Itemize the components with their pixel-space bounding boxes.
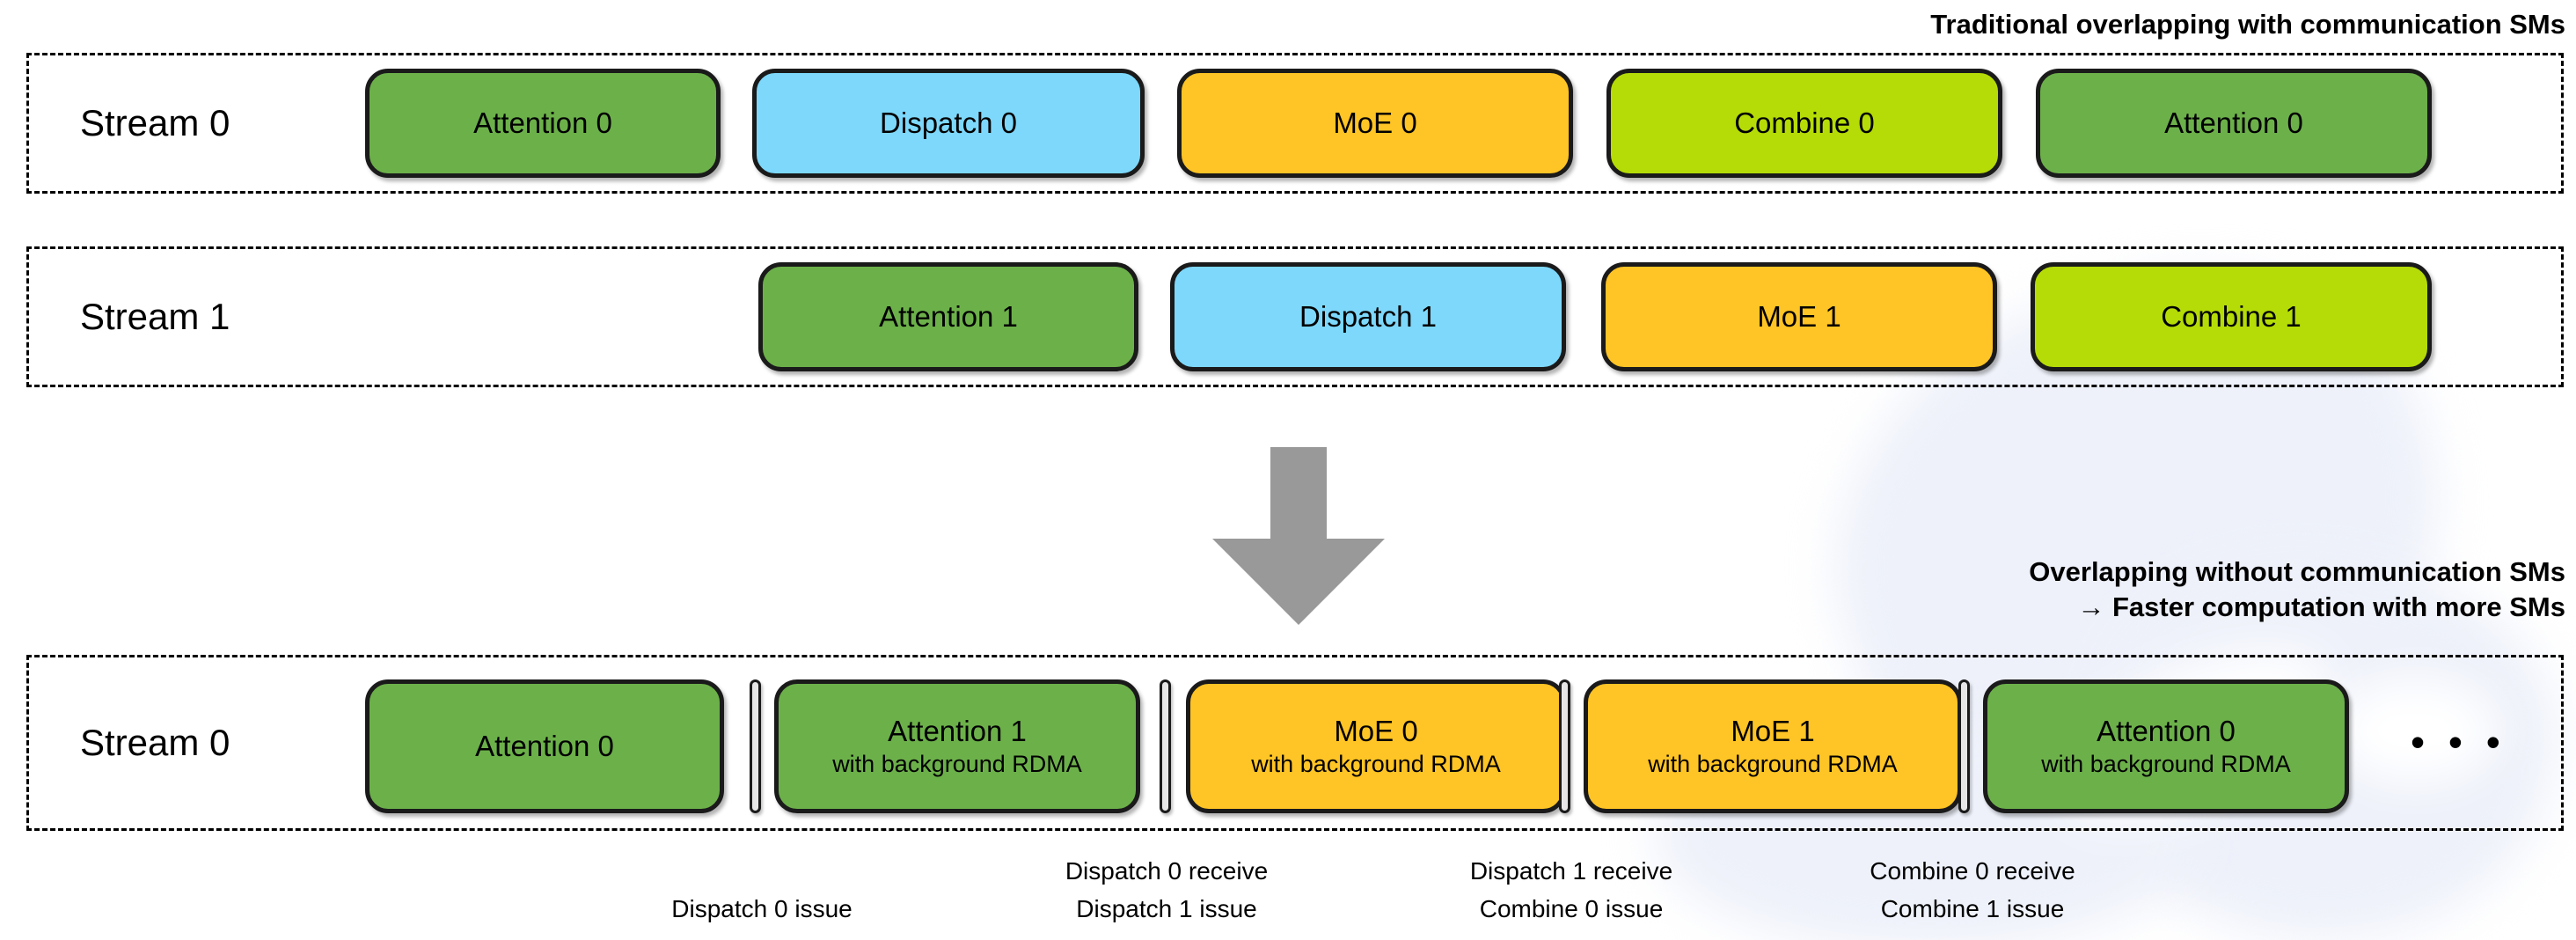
op-title: Combine 1 [2161, 300, 2302, 333]
op-title: Attention 0 [475, 730, 614, 762]
op-title: Dispatch 1 [1299, 300, 1437, 333]
op-block-traditional-stream1-1[interactable]: Dispatch 1 [1170, 262, 1566, 371]
stream-label-middle: Stream 1 [80, 296, 231, 337]
event-note-line2: Dispatch 0 issue [671, 895, 853, 922]
op-title: Attention 0 [2097, 715, 2236, 747]
op-subtitle: with background RDMA [832, 751, 1082, 777]
op-title: MoE 0 [1333, 106, 1417, 139]
op-block-optimized-stream0-2[interactable]: MoE 0 with background RDMA [1186, 679, 1566, 813]
block-separator-3 [1958, 679, 1970, 813]
block-separator-2 [1559, 679, 1570, 813]
stream-label-top: Stream 0 [80, 102, 231, 143]
op-subtitle: with background RDMA [2041, 751, 2291, 777]
op-block-traditional-stream1-2[interactable]: MoE 1 [1601, 262, 1997, 371]
down-arrow-icon [1212, 447, 1385, 625]
caption-optimized-line1: Overlapping without communication SMs [2029, 556, 2565, 587]
stream-lane-optimized-stream0: Stream 0 [26, 655, 2564, 831]
stream-lane-traditional-stream1: Stream 1 [26, 246, 2564, 387]
op-block-optimized-stream0-4[interactable]: Attention 0 with background RDMA [1983, 679, 2349, 813]
event-note-line1: Combine 0 receive [1870, 857, 2075, 885]
op-block-traditional-stream0-4[interactable]: Attention 0 [2036, 69, 2432, 178]
event-note-line1: Dispatch 1 receive [1469, 857, 1673, 885]
block-separator-0 [750, 679, 761, 813]
op-title: Dispatch 0 [880, 106, 1017, 139]
op-title: MoE 1 [1757, 300, 1841, 333]
op-block-optimized-stream0-1[interactable]: Attention 1 with background RDMA [774, 679, 1140, 813]
caption-optimized-line2: → Faster computation with more SMs [2077, 591, 2565, 622]
op-title: Attention 1 [879, 300, 1018, 333]
op-title: Attention 0 [473, 106, 612, 139]
event-note-0: Dispatch 0 issue [671, 852, 852, 928]
op-block-traditional-stream0-3[interactable]: Combine 0 [1606, 69, 2002, 178]
block-separator-1 [1160, 679, 1171, 813]
caption-optimized: Overlapping without communication SMs → F… [2029, 554, 2565, 625]
op-block-traditional-stream1-0[interactable]: Attention 1 [758, 262, 1138, 371]
op-title: Attention 0 [2164, 106, 2303, 139]
op-block-traditional-stream0-1[interactable]: Dispatch 0 [752, 69, 1145, 178]
event-note-line2: Dispatch 1 issue [1076, 895, 1257, 922]
op-title: MoE 0 [1334, 715, 1418, 747]
caption-traditional: Traditional overlapping with communicati… [1930, 9, 2565, 40]
op-title: Combine 0 [1734, 106, 1875, 139]
op-block-optimized-stream0-3[interactable]: MoE 1 with background RDMA [1584, 679, 1962, 813]
op-title: MoE 1 [1731, 715, 1815, 747]
op-block-traditional-stream0-2[interactable]: MoE 0 [1177, 69, 1573, 178]
event-note-line2: Combine 1 issue [1880, 895, 2065, 922]
op-subtitle: with background RDMA [1648, 751, 1898, 777]
op-block-traditional-stream1-3[interactable]: Combine 1 [2031, 262, 2432, 371]
event-note-line1 [671, 852, 852, 890]
op-title: Attention 1 [888, 715, 1027, 747]
op-block-traditional-stream0-0[interactable]: Attention 0 [365, 69, 721, 178]
stream-label-bottom: Stream 0 [80, 722, 231, 763]
event-note-line2: Combine 0 issue [1479, 895, 1664, 922]
op-block-optimized-stream0-0[interactable]: Attention 0 [365, 679, 724, 813]
ellipsis-indicator: • • • [2411, 719, 2506, 765]
event-note-line1: Dispatch 0 receive [1065, 857, 1269, 885]
op-subtitle: with background RDMA [1251, 751, 1501, 777]
stream-lane-traditional-stream0: Stream 0 [26, 53, 2564, 194]
